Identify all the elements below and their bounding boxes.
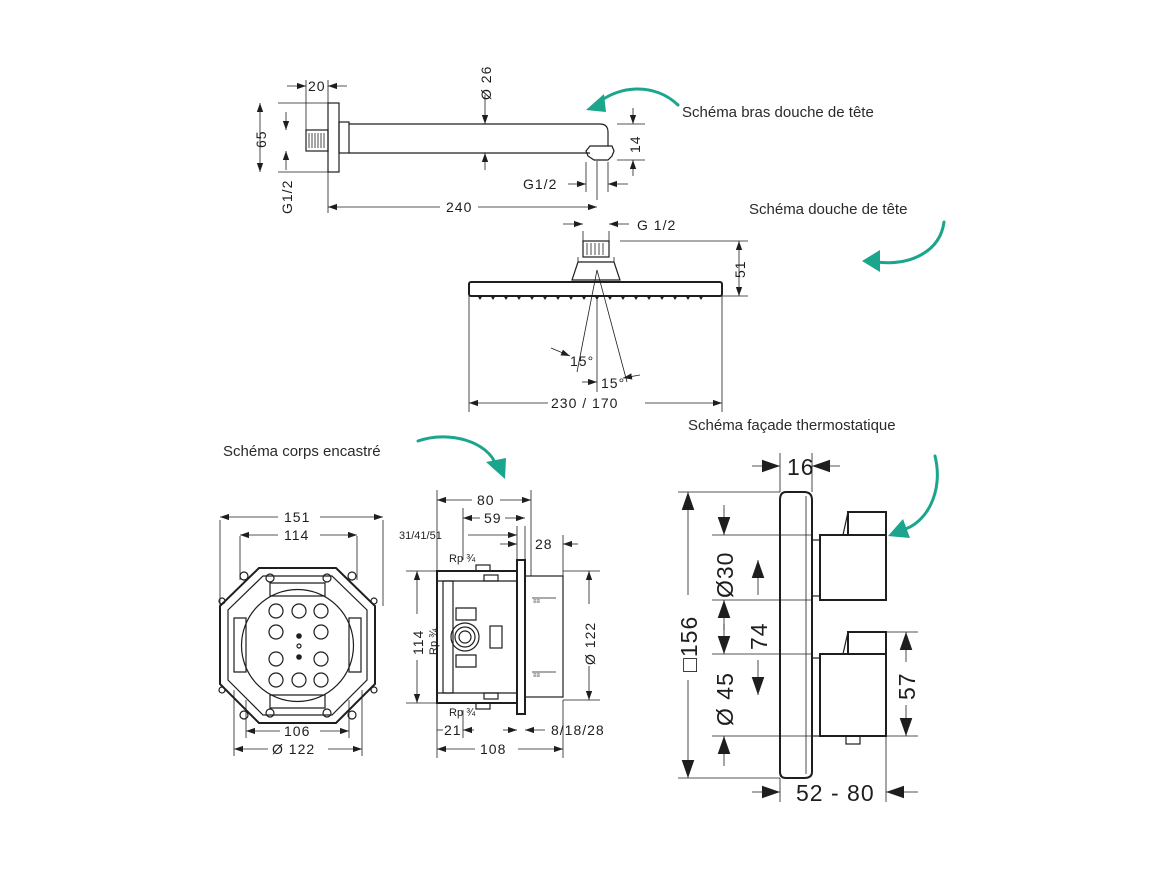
shower-head-nozzles bbox=[477, 296, 704, 300]
caption-trim-schema: Schéma façade thermostatique bbox=[688, 417, 896, 434]
dim-body-21: 21 bbox=[444, 722, 462, 738]
dim-trim-diameter-30: Ø30 bbox=[712, 552, 738, 598]
dim-body-114-top: 114 bbox=[284, 527, 309, 543]
dim-body-108: 108 bbox=[480, 741, 506, 757]
dim-body-151: 151 bbox=[284, 509, 310, 525]
dim-body-114-side: 114 bbox=[410, 630, 426, 655]
callout-arrow-arm bbox=[586, 87, 680, 112]
caption-arm-schema: Schéma bras douche de tête bbox=[682, 104, 874, 121]
dim-body-rp-bottom: Rp ¾ bbox=[449, 707, 476, 719]
callout-arrow-trim bbox=[888, 454, 939, 538]
dim-body-106: 106 bbox=[284, 723, 310, 739]
dim-body-122-bottom: Ø 122 bbox=[272, 741, 315, 757]
body-front-dimensions: 151 114 106 Ø 122 bbox=[220, 509, 383, 757]
caption-body-schema: Schéma corps encastré bbox=[223, 443, 381, 460]
dim-trim-57: 57 bbox=[894, 672, 920, 700]
dim-body-122-side: Ø 122 bbox=[582, 622, 598, 665]
shower-arm-drawing bbox=[278, 80, 645, 213]
thermostat-trim-dimensions: 16 □156 Ø30 74 Ø 45 57 52 - 80 bbox=[676, 454, 920, 806]
dim-trim-16: 16 bbox=[787, 454, 815, 480]
dim-arm-diameter-26: Ø 26 bbox=[478, 66, 494, 100]
callout-arrow-head bbox=[862, 220, 946, 272]
dim-body-59: 59 bbox=[484, 510, 502, 526]
caption-head-schema: Schéma douche de tête bbox=[749, 201, 908, 218]
dim-body-80: 80 bbox=[477, 492, 495, 508]
dim-trim-74: 74 bbox=[746, 622, 772, 650]
dim-body-rp-side: Rp ¾ bbox=[428, 628, 440, 655]
body-side-dimensions: 80 59 31/41/51 28 Rp ¾ Rp ¾ Rp ¾ 114 Ø 1… bbox=[399, 492, 605, 757]
dim-arm-14: 14 bbox=[627, 135, 643, 153]
dim-head-angle-b: 15° bbox=[601, 375, 625, 391]
dim-trim-156: □156 bbox=[676, 616, 702, 672]
dim-body-28: 28 bbox=[535, 536, 553, 552]
dim-arm-65: 65 bbox=[253, 130, 269, 148]
dim-arm-g12-bottom: G1/2 bbox=[523, 176, 557, 192]
dim-arm-240: 240 bbox=[446, 199, 472, 215]
dim-head-230-170: 230 / 170 bbox=[551, 395, 618, 411]
dim-arm-20: 20 bbox=[308, 78, 326, 94]
dim-body-8-18-28: 8/18/28 bbox=[551, 722, 605, 738]
shower-head-dimensions: G 1/2 51 15° 15° 230 / 170 bbox=[469, 217, 748, 411]
shower-arm-dimensions: 20 Ø 26 65 G1/2 14 G1/2 240 bbox=[253, 66, 643, 215]
dim-body-rp-top: Rp ¾ bbox=[449, 553, 476, 565]
dim-body-31-41-51: 31/41/51 bbox=[399, 530, 442, 542]
dim-arm-g12-left: G1/2 bbox=[279, 180, 295, 214]
dim-head-g12: G 1/2 bbox=[637, 217, 676, 233]
svg-text:≡≡: ≡≡ bbox=[533, 673, 541, 679]
svg-text:≡≡: ≡≡ bbox=[533, 599, 541, 605]
dim-head-51: 51 bbox=[732, 260, 748, 278]
dim-head-angle-a: 15° bbox=[570, 353, 594, 369]
callout-arrow-body bbox=[416, 435, 506, 479]
dim-trim-diameter-45: Ø 45 bbox=[712, 672, 738, 726]
dim-trim-52-80: 52 - 80 bbox=[796, 780, 875, 806]
body-front-drawing bbox=[218, 520, 384, 756]
thermostat-trim-drawing bbox=[678, 453, 918, 802]
